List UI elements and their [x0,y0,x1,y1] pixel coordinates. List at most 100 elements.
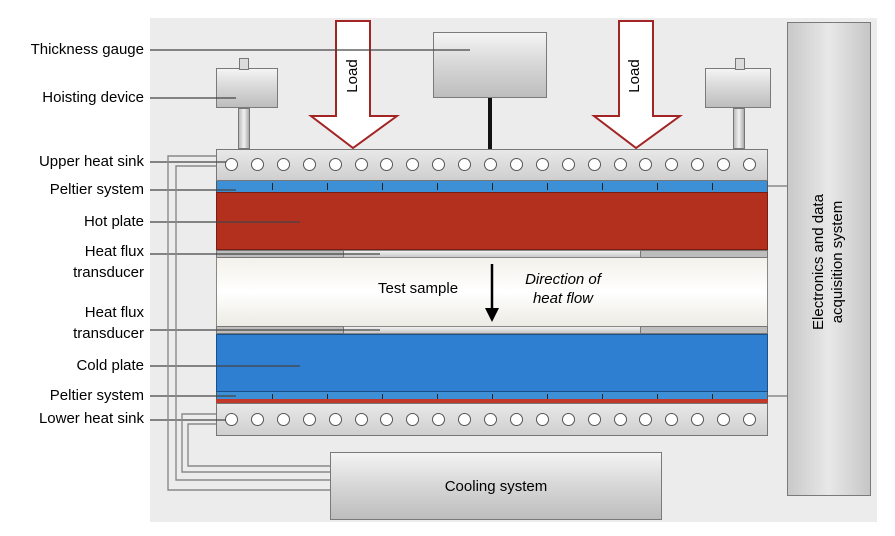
peltier-divider [712,394,713,401]
heat-sink-hole [535,158,549,171]
label-thickness-gauge: Thickness gauge [30,41,144,58]
peltier-divider [657,394,658,401]
electronics-box [787,22,871,496]
heat-sink-hole [639,413,653,426]
heat-sink-hole [250,158,264,171]
heat-sink-hole [432,158,446,171]
heat-sink-hole [380,158,394,171]
gauge-rod [488,98,492,149]
label-heat-flux-lower-line-1: Heat flux [84,304,144,321]
heat-sink-hole [328,158,342,171]
label-hoisting-device: Hoisting device [42,89,144,106]
heat-sink-hole [717,413,731,426]
cold-plate [216,334,768,392]
heat-sink-hole [406,413,420,426]
lower-transducer-right [640,326,768,334]
peltier-divider [437,183,438,190]
label-peltier-lower: Peltier system [49,387,144,404]
heat-sink-hole [509,158,523,171]
peltier-divider [547,183,548,190]
hoisting-top-left [239,58,249,70]
label-heat-flux-lower-line-2: transducer [73,325,144,342]
label-upper-heat-sink: Upper heat sink [38,153,144,170]
load-arrow-right-icon [591,20,683,150]
peltier-divider [492,183,493,190]
heat-sink-hole [613,158,627,171]
cooling-system-label: Cooling system [444,478,548,495]
upper-heat-sink [216,149,768,181]
hoisting-device-left [216,68,278,108]
lower-peltier-red-line [216,399,768,403]
heat-sink-hole [691,158,705,171]
peltier-divider [602,183,603,190]
test-sample-label: Test sample [378,280,459,297]
heat-sink-hole [717,158,731,171]
hoisting-rod-left [238,108,250,149]
heat-sink-hole [432,413,446,426]
hoisting-top-right [735,58,745,70]
heat-sink-hole [380,413,394,426]
heat-sink-hole [587,413,601,426]
heat-sink-hole [458,158,472,171]
peltier-divider [327,394,328,401]
heat-sink-hole [587,158,601,171]
peltier-divider [657,183,658,190]
heat-sink-hole [458,413,472,426]
lower-heat-sink [216,403,768,436]
thickness-gauge-box [433,32,547,98]
heat-flow-arrow-icon [485,264,499,322]
upper-peltier-strip [216,181,768,192]
label-lower-heat-sink: Lower heat sink [38,410,144,427]
heat-sink-hole [743,413,756,426]
heat-sink-hole [484,413,497,426]
peltier-divider [712,183,713,190]
heat-sink-hole [328,413,342,426]
peltier-divider [382,394,383,401]
label-cold-plate: Cold plate [76,357,144,374]
direction-label: Direction of heat flow [508,270,618,308]
direction-label-line-2: heat flow [532,290,594,307]
heat-sink-hole [276,158,290,171]
peltier-divider [327,183,328,190]
heat-sink-hole [691,413,705,426]
heat-sink-hole [354,158,368,171]
hoisting-rod-right [733,108,745,149]
heat-sink-hole [302,158,316,171]
heat-sink-hole [302,413,316,426]
direction-label-line-1: Direction of [525,271,601,288]
peltier-divider [272,394,273,401]
heat-sink-hole [613,413,627,426]
heat-sink-hole [743,158,756,171]
heat-sink-hole [665,413,679,426]
label-heat-flux-upper: Heat flux transducer [73,243,144,282]
peltier-divider [492,394,493,401]
cooling-system-box [330,452,662,520]
heat-sink-hole [509,413,523,426]
heat-sink-hole [535,413,549,426]
heat-sink-hole [354,413,368,426]
hoisting-device-right [705,68,771,108]
lower-peltier-strip [216,392,768,403]
peltier-divider [547,394,548,401]
peltier-divider [437,394,438,401]
peltier-divider [382,183,383,190]
label-hot-plate: Hot plate [83,213,144,230]
heat-sink-hole [406,158,420,171]
upper-transducer-right [640,250,768,258]
heat-sink-hole [225,158,238,171]
label-peltier-upper: Peltier system [49,181,144,198]
heat-sink-hole [484,158,497,171]
peltier-divider [602,394,603,401]
heat-sink-hole [561,158,575,171]
heat-sink-hole [250,413,264,426]
label-heat-flux-upper-line-1: Heat flux [84,243,144,260]
heat-sink-hole [276,413,290,426]
peltier-divider [272,183,273,190]
heat-sink-hole [639,158,653,171]
heat-sink-hole [561,413,575,426]
load-arrow-left-icon [308,20,400,150]
heat-sink-hole [665,158,679,171]
label-heat-flux-upper-line-2: transducer [73,264,144,281]
